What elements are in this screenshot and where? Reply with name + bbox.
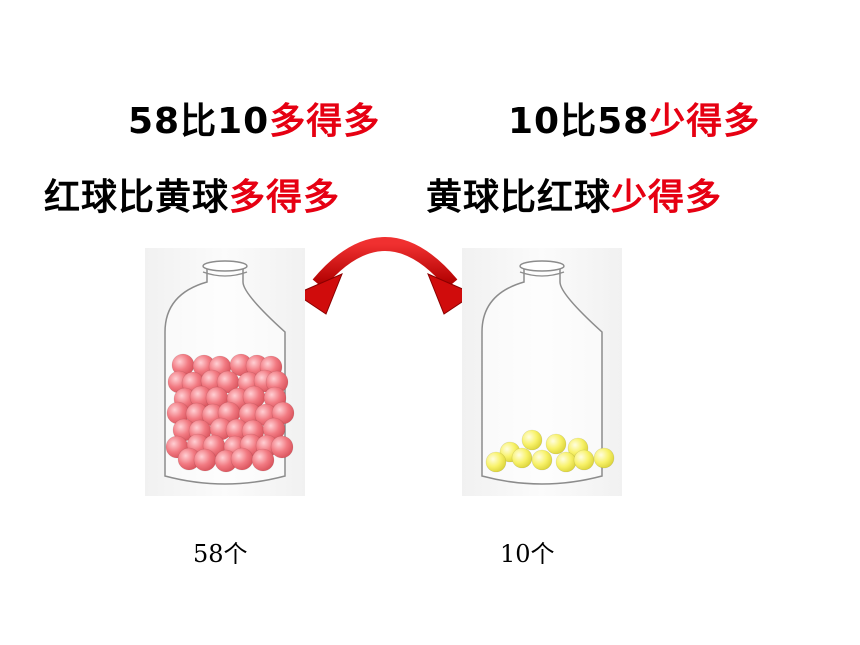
red-balls	[165, 353, 295, 473]
jar-icon	[462, 248, 622, 496]
statement-prefix: 10比58	[508, 101, 650, 142]
curved-swap-arrow-icon	[294, 237, 476, 315]
ball	[485, 451, 507, 473]
jar-icon	[145, 248, 305, 496]
yellow-ball-jar	[462, 248, 622, 496]
red-ball-count: 58个	[193, 540, 248, 568]
statement-emphasis: 多得多	[229, 177, 341, 218]
ball	[545, 433, 567, 455]
statement-prefix: 红球比黄球	[44, 177, 230, 218]
statement-58-vs-10: 58比10多得多	[128, 92, 380, 144]
ball	[521, 429, 543, 451]
ball	[251, 448, 275, 472]
ball	[593, 447, 615, 469]
ball	[270, 435, 294, 459]
statement-10-vs-58: 10比58少得多	[508, 92, 760, 144]
ball	[511, 447, 533, 469]
statement-red-vs-yellow: 红球比黄球多得多	[44, 168, 340, 220]
statement-prefix: 58比10	[128, 101, 270, 142]
statement-emphasis: 多得多	[269, 101, 381, 142]
statement-emphasis: 少得多	[611, 177, 723, 218]
statement-emphasis: 少得多	[649, 101, 761, 142]
statement-prefix: 黄球比红球	[426, 177, 612, 218]
ball	[555, 451, 577, 473]
yellow-balls	[485, 429, 615, 473]
statement-yellow-vs-red: 黄球比红球少得多	[426, 168, 722, 220]
ball	[193, 448, 217, 472]
ball	[531, 449, 553, 471]
yellow-ball-count: 10个	[500, 540, 555, 568]
ball	[230, 447, 254, 471]
ball	[573, 449, 595, 471]
red-ball-jar	[145, 248, 305, 496]
